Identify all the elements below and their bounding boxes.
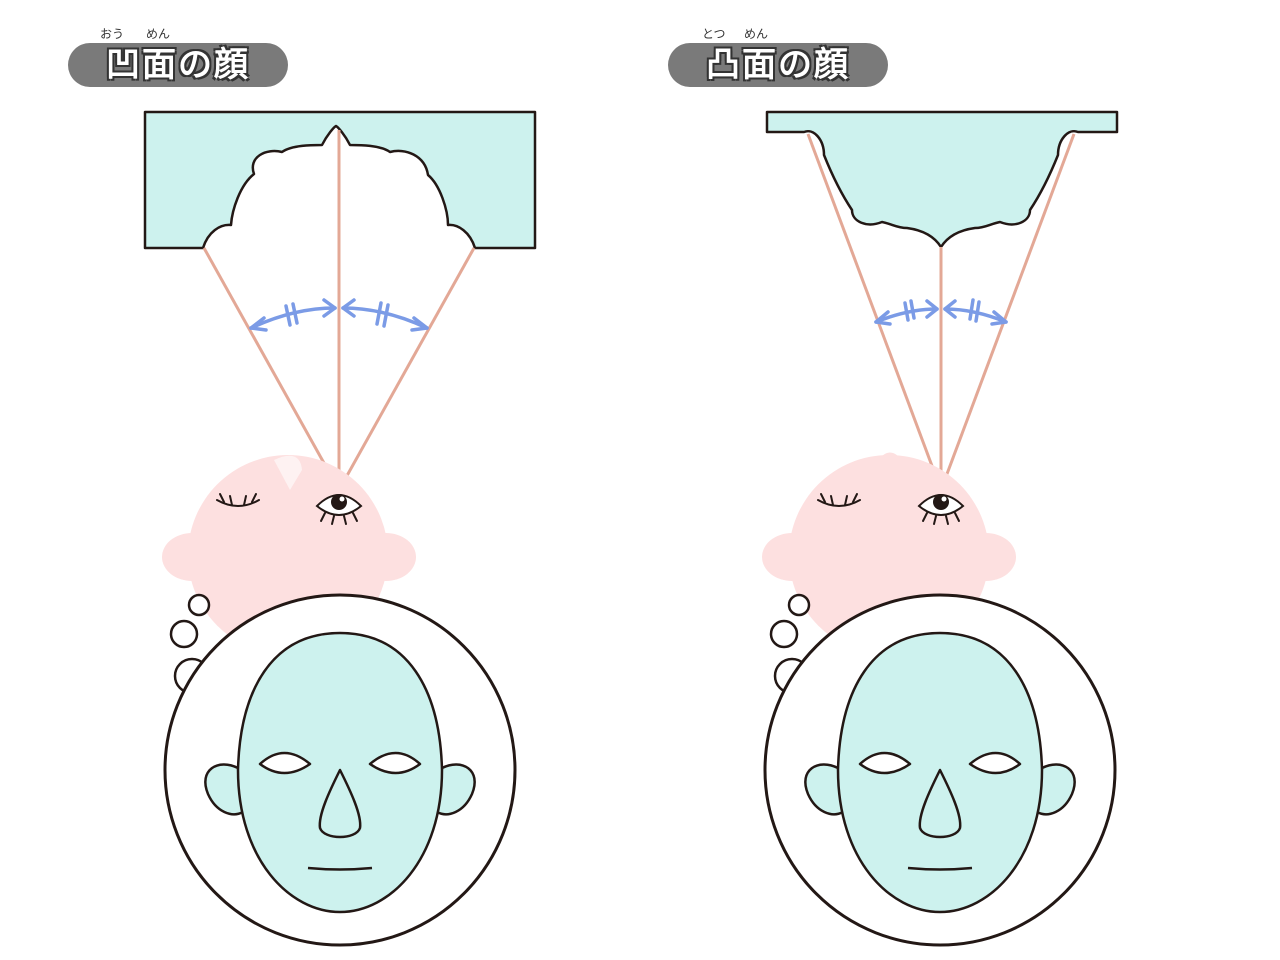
perceived-face [204,631,476,914]
title-pill: 凹面の顔 [68,43,288,87]
closed-eye-icon [216,493,260,507]
convex-face-panel: 凸面の顔 とつ めん [640,0,1280,960]
view-rays [806,133,1076,491]
convex-mask [765,110,1119,249]
open-eye-icon [917,494,965,525]
angle-arrows [249,298,429,332]
ruby-first: とつ [702,27,726,41]
closed-eye-icon [817,493,861,507]
panel-title: 凸面の顔 [706,45,850,85]
concave-mask [143,110,537,250]
concave-face-panel: 凹面の顔 おう めん [68,27,537,947]
view-rays [202,130,476,491]
ruby-first: おう [100,27,125,41]
angle-arrows [874,298,1008,326]
panel-title: 凹面の顔 [106,45,250,85]
perceived-face [804,631,1076,914]
title-pill: 凸面の顔 [668,43,888,87]
ruby-second: めん [146,27,171,41]
open-eye-icon [315,494,363,525]
ruby-second: めん [744,27,769,41]
concave-diagram [143,110,537,947]
convex-diagram [762,110,1119,947]
